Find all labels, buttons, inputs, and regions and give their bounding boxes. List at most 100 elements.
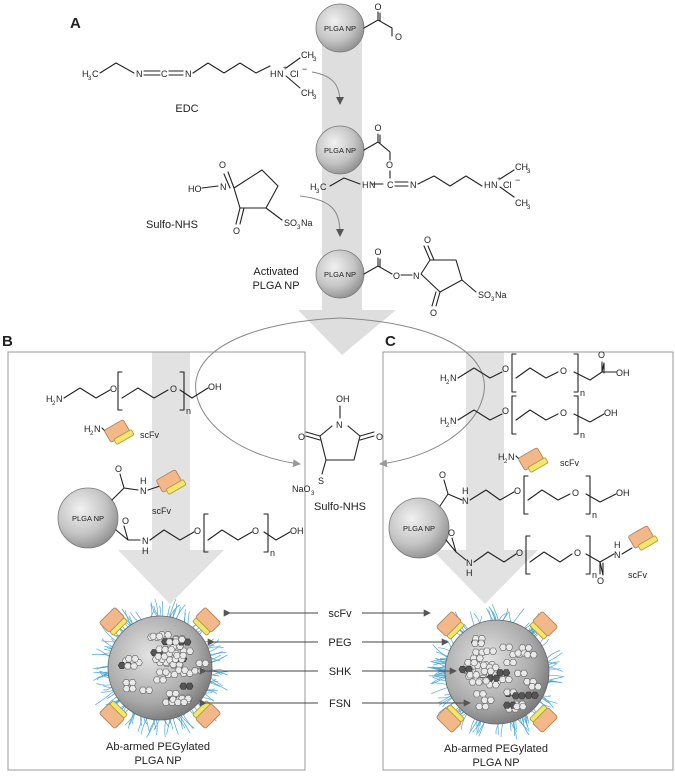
svg-text:CH: CH (301, 88, 314, 98)
svg-text:O: O (516, 548, 523, 558)
svg-text:3: 3 (313, 57, 317, 63)
panel-b-conjugated-np: PLGA NP O N H scFv O N H O O n OH (57, 464, 304, 558)
svg-text:O: O (574, 548, 581, 558)
svg-text:H: H (46, 394, 53, 404)
svg-text:N: N (508, 452, 515, 462)
panel-b-scfv-amine: H 2 N (84, 419, 135, 445)
svg-text:O: O (597, 576, 604, 586)
svg-text:N: N (56, 394, 63, 404)
legend-scfv: scFv (328, 608, 352, 620)
product-label-b-line1: Ab-armed PEGylated (106, 741, 210, 753)
svg-text:O: O (502, 406, 509, 416)
product-label-c-line1: Ab-armed PEGylated (444, 743, 548, 755)
svg-text:H: H (270, 69, 277, 79)
svg-text:O: O (252, 526, 259, 536)
release-arrow-left (195, 317, 341, 468)
svg-text:C: C (320, 182, 327, 192)
svg-text:HO: HO (188, 184, 202, 194)
svg-text:O: O (170, 384, 177, 394)
svg-text:n: n (580, 388, 585, 398)
svg-text:PLGA NP: PLGA NP (324, 270, 356, 279)
svg-text:O: O (598, 350, 605, 360)
svg-text:H: H (84, 424, 91, 434)
svg-text:Na: Na (495, 290, 507, 300)
product-label-b-line2: PLGA NP (134, 755, 181, 767)
svg-text:O: O (298, 432, 305, 442)
svg-text:2: 2 (446, 423, 450, 429)
plga-np-2: PLGA NP O O C H N H 3 C N H N + CH 3 CH … (310, 123, 531, 211)
svg-text:H: H (614, 540, 621, 550)
svg-text:N: N (140, 486, 147, 496)
panel-b-letter: B (2, 333, 13, 350)
svg-text:O: O (448, 528, 455, 538)
svg-text:O: O (122, 516, 129, 526)
svg-text:N: N (185, 69, 192, 79)
activated-np-label-line2: PLGA NP (252, 280, 299, 292)
svg-text:N: N (466, 558, 473, 568)
svg-text:O: O (376, 432, 383, 442)
legend-fsn: FSN (329, 698, 351, 710)
svg-text:PLGA NP: PLGA NP (403, 524, 435, 533)
svg-text:H: H (82, 69, 89, 79)
svg-text:+: + (283, 65, 287, 72)
svg-text:O: O (560, 408, 567, 418)
svg-text:O: O (233, 226, 240, 236)
svg-text:N: N (413, 271, 420, 281)
edc-structure: H 3 C N C N H N + CH 3 CH 3 Cl − (82, 50, 317, 101)
svg-text:O: O (336, 394, 343, 404)
svg-text:H: H (140, 476, 147, 486)
panel-c-peg-oh: H 2 N O O n OH (440, 395, 618, 440)
svg-text:N: N (336, 420, 343, 430)
svg-text:O: O (393, 271, 400, 281)
scfv-fragments (436, 611, 558, 733)
svg-text:PLGA NP: PLGA NP (324, 146, 356, 155)
svg-text:N: N (277, 69, 284, 79)
svg-text:O: O (374, 247, 381, 257)
panel-c-scfv-reagent-label: scFv (560, 458, 579, 468)
svg-text:3: 3 (527, 205, 531, 211)
svg-text:O: O (115, 464, 122, 474)
panel-b-scfv-reagent-label: scFv (140, 430, 159, 440)
svg-text:N: N (614, 550, 621, 560)
svg-text:n: n (580, 430, 585, 440)
svg-text:N: N (136, 69, 143, 79)
svg-text:O: O (560, 366, 567, 376)
svg-text:2: 2 (90, 431, 94, 437)
svg-text:OH: OH (290, 526, 304, 536)
svg-text:O: O (194, 526, 201, 536)
svg-text:PLGA NP: PLGA NP (72, 514, 104, 523)
svg-text:O: O (502, 364, 509, 374)
panel-b-peg-amine: H 2 N O O n OH (46, 371, 222, 416)
shk-payload (458, 635, 543, 713)
svg-text:H: H (362, 180, 369, 190)
svg-text:n: n (592, 510, 597, 520)
svg-text:CH: CH (515, 162, 528, 172)
legend-peg: PEG (328, 637, 351, 649)
svg-text:H: H (343, 394, 350, 404)
svg-text:n: n (186, 406, 191, 416)
svg-text:Cl: Cl (503, 180, 512, 190)
svg-text:N: N (410, 180, 417, 190)
panel-a-letter: A (70, 15, 81, 32)
svg-text:C: C (92, 69, 99, 79)
svg-text:N: N (450, 373, 457, 383)
svg-text:OH: OH (208, 382, 222, 392)
shk-payload (117, 631, 210, 706)
final-particle-c (427, 604, 565, 740)
svg-text:H: H (440, 416, 447, 426)
panel-b-box (7, 351, 306, 771)
panel-c-letter: C (385, 333, 396, 350)
svg-text:O: O (514, 486, 521, 496)
svg-text:O: O (374, 123, 381, 133)
svg-text:H: H (484, 180, 491, 190)
svg-text:C: C (161, 69, 168, 79)
svg-text:N: N (94, 424, 101, 434)
panel-c-flow-arrow (432, 352, 538, 604)
svg-text:OH: OH (604, 408, 618, 418)
svg-text:Cl: Cl (290, 69, 299, 79)
activated-np-label-line1: Activated (253, 266, 298, 278)
edc-arrow (311, 71, 344, 105)
svg-text:S: S (318, 476, 324, 486)
svg-text:O: O (110, 384, 117, 394)
